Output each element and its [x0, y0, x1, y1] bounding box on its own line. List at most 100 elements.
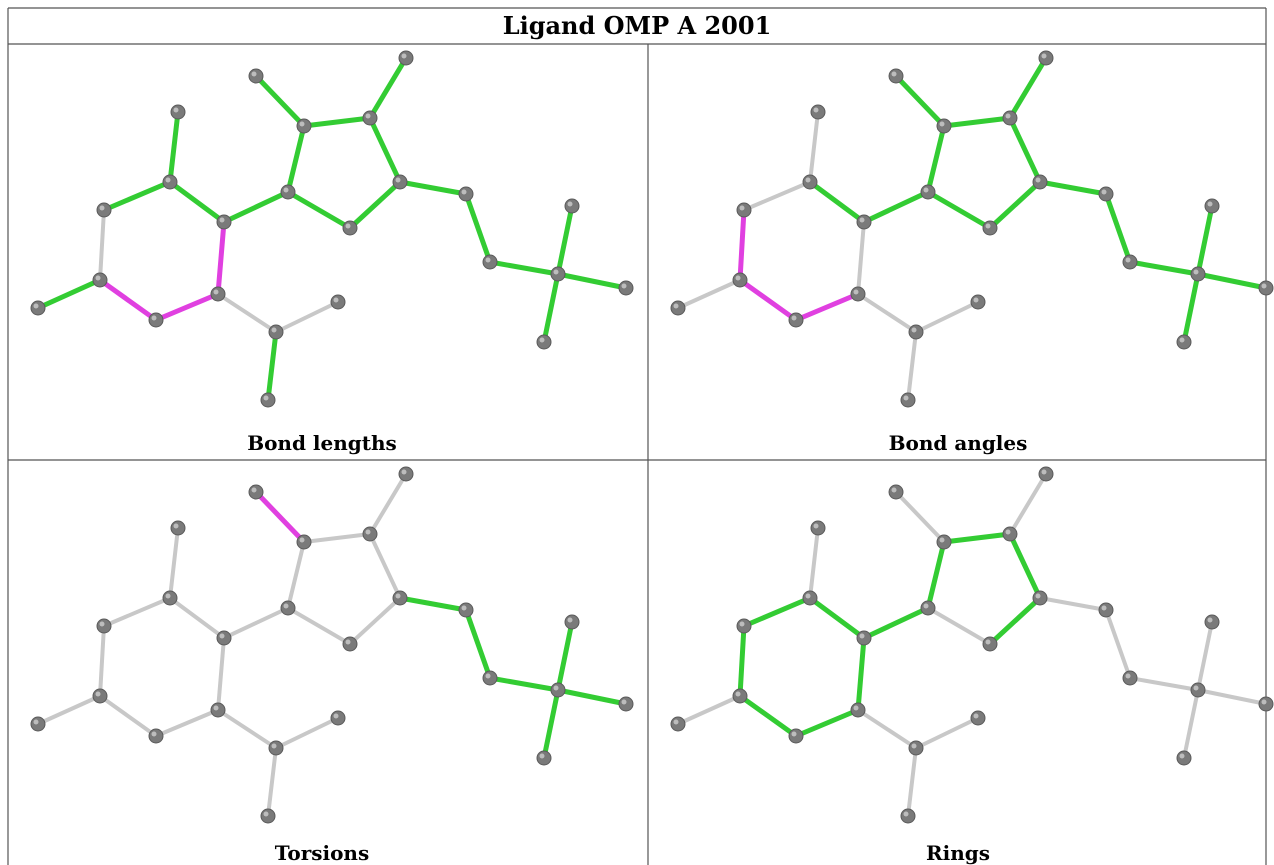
atom-highlight	[911, 327, 917, 333]
atom	[900, 392, 916, 408]
bond	[541, 271, 561, 345]
bond	[941, 531, 1013, 545]
bond	[347, 179, 403, 231]
atom-highlight	[1101, 189, 1107, 195]
bond	[487, 259, 561, 277]
bond	[301, 115, 373, 129]
bond	[463, 607, 493, 681]
atom-highlight	[891, 71, 897, 77]
bond	[1195, 271, 1269, 291]
panel-bond-angles	[670, 50, 1274, 408]
atom	[458, 186, 474, 202]
atom	[732, 688, 748, 704]
atom-highlight	[263, 811, 269, 817]
atom	[1032, 590, 1048, 606]
atom-highlight	[299, 537, 305, 543]
atom	[970, 294, 986, 310]
bond	[286, 540, 306, 610]
figure-title: Ligand OMP A 2001	[503, 11, 772, 40]
atom-highlight	[567, 617, 573, 623]
bond	[98, 208, 106, 282]
bond	[1007, 115, 1043, 185]
atom-highlight	[1261, 699, 1267, 705]
atom-highlight	[485, 257, 491, 263]
bond	[153, 291, 221, 323]
bond	[367, 55, 409, 121]
atom-highlight	[95, 691, 101, 697]
atom	[564, 198, 580, 214]
caption-torsions: Torsions	[275, 841, 369, 865]
atom-highlight	[1125, 673, 1131, 679]
bond	[555, 619, 575, 693]
atom	[618, 696, 634, 712]
bond	[98, 624, 106, 698]
atom	[248, 484, 264, 500]
bond	[266, 746, 278, 818]
atom	[216, 630, 232, 646]
bond	[1196, 688, 1268, 706]
atom	[216, 214, 232, 230]
bond	[914, 300, 980, 334]
atom-highlight	[567, 201, 573, 207]
bond	[348, 596, 402, 646]
atom-highlight	[813, 523, 819, 529]
atom-highlight	[251, 487, 257, 493]
bond	[1182, 688, 1200, 760]
bond	[1037, 179, 1109, 197]
bond	[855, 635, 867, 713]
bond	[102, 596, 172, 628]
atom	[210, 286, 226, 302]
bond	[925, 189, 993, 231]
bond	[101, 179, 173, 213]
bond	[793, 707, 861, 739]
atom	[550, 266, 566, 282]
bond	[285, 189, 353, 231]
atom	[670, 300, 686, 316]
bond	[861, 605, 931, 641]
atom-highlight	[859, 217, 865, 223]
atom-highlight	[345, 223, 351, 229]
atom	[1002, 526, 1018, 542]
atom-highlight	[401, 469, 407, 475]
atom-highlight	[853, 705, 859, 711]
atom-highlight	[283, 603, 289, 609]
bond	[35, 277, 103, 311]
atom-highlight	[485, 673, 491, 679]
atom-highlight	[903, 811, 909, 817]
atom-highlight	[401, 53, 407, 59]
bond	[265, 329, 279, 403]
bond	[368, 472, 408, 536]
atom	[248, 68, 264, 84]
atom	[296, 118, 312, 134]
atom-highlight	[283, 187, 289, 193]
atom-highlight	[213, 289, 219, 295]
atom-highlight	[219, 633, 225, 639]
atom	[92, 688, 108, 704]
bond	[97, 277, 159, 323]
panel-torsions	[30, 466, 634, 824]
bond	[167, 109, 181, 185]
bond	[987, 179, 1043, 231]
atom-highlight	[923, 187, 929, 193]
bond	[555, 271, 629, 291]
atom-highlight	[395, 593, 401, 599]
bond	[1038, 596, 1108, 612]
atom-highlight	[1005, 113, 1011, 119]
atom-highlight	[173, 107, 179, 113]
bond	[926, 606, 992, 646]
atom-highlight	[271, 743, 277, 749]
bond	[808, 526, 820, 600]
atom	[982, 220, 998, 236]
bond	[1007, 531, 1043, 601]
atom-highlight	[673, 719, 679, 725]
atom-highlight	[1041, 53, 1047, 59]
bond	[274, 716, 340, 750]
atom-highlight	[891, 487, 897, 493]
bond	[286, 606, 352, 646]
atom-highlight	[99, 205, 105, 211]
bond	[285, 123, 307, 195]
caption-bond-angles: Bond angles	[889, 431, 1028, 455]
atom	[802, 590, 818, 606]
atom-highlight	[1207, 617, 1213, 623]
atom-highlight	[805, 177, 811, 183]
